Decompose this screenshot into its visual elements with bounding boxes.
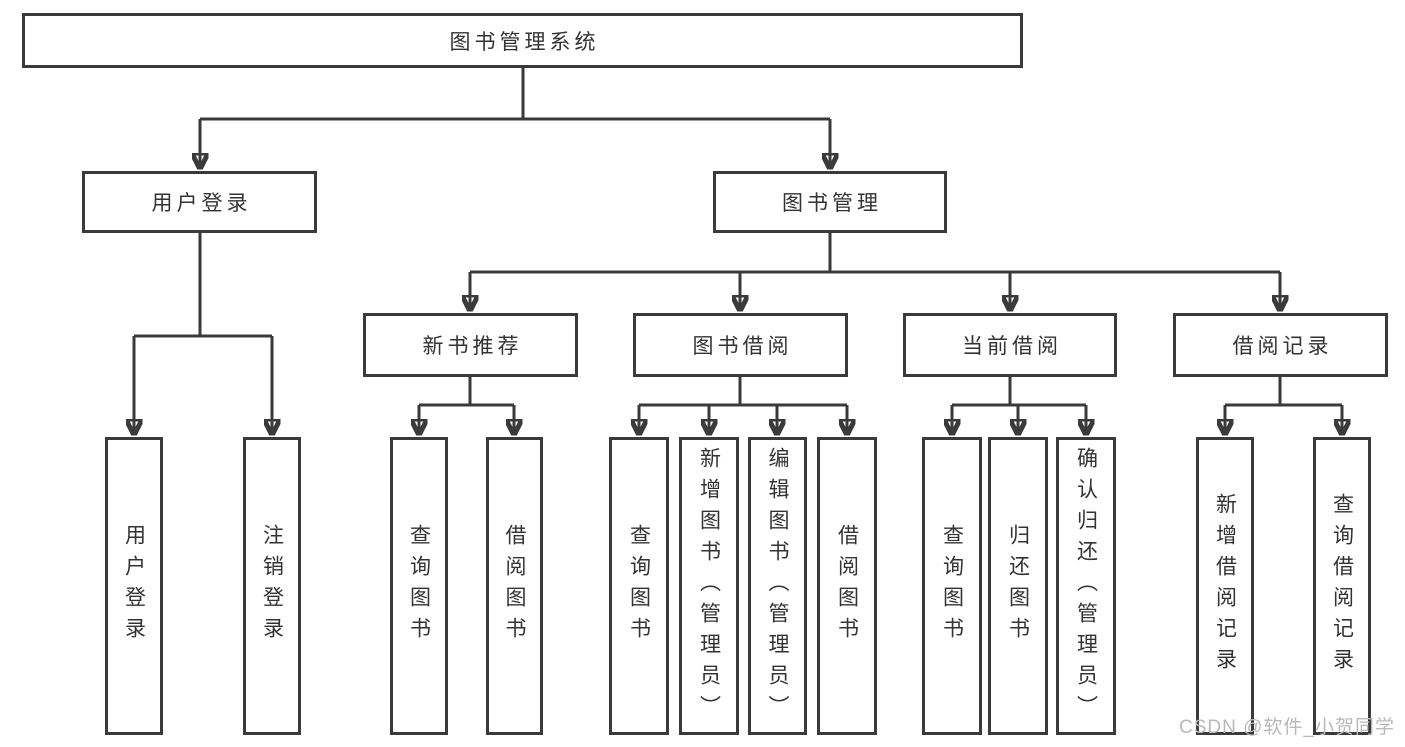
leaf-borrow-books-recommend: 借阅图书 — [486, 437, 543, 735]
node-book-borrow: 图书借阅 — [633, 313, 848, 377]
csdn-watermark: CSDN @软件_小贺同学 — [1179, 717, 1395, 738]
leaf-add-books-admin: 新增图书（管理员） — [679, 437, 739, 735]
leaf-logout-login: 注销登录 — [243, 437, 301, 735]
leaf-add-borrow-record: 新增借阅记录 — [1196, 437, 1254, 735]
leaf-query-books-borrow: 查询图书 — [609, 437, 669, 735]
leaf-query-borrow-record: 查询借阅记录 — [1313, 437, 1371, 735]
leaf-borrow-books: 借阅图书 — [817, 437, 877, 735]
node-user-login: 用户登录 — [82, 171, 317, 233]
node-book-management: 图书管理 — [713, 171, 947, 233]
leaf-user-login: 用户登录 — [105, 437, 163, 735]
node-root: 图书管理系统 — [22, 13, 1023, 68]
node-borrow-records: 借阅记录 — [1173, 313, 1388, 377]
leaf-return-books: 归还图书 — [988, 437, 1048, 735]
leaf-query-books-current: 查询图书 — [922, 437, 982, 735]
node-current-borrow: 当前借阅 — [903, 313, 1117, 377]
leaf-query-books-recommend: 查询图书 — [390, 437, 448, 735]
leaf-confirm-return-admin: 确认归还（管理员） — [1056, 437, 1116, 735]
node-new-book-recommend: 新书推荐 — [363, 313, 578, 377]
leaf-edit-books-admin: 编辑图书（管理员） — [748, 437, 807, 735]
